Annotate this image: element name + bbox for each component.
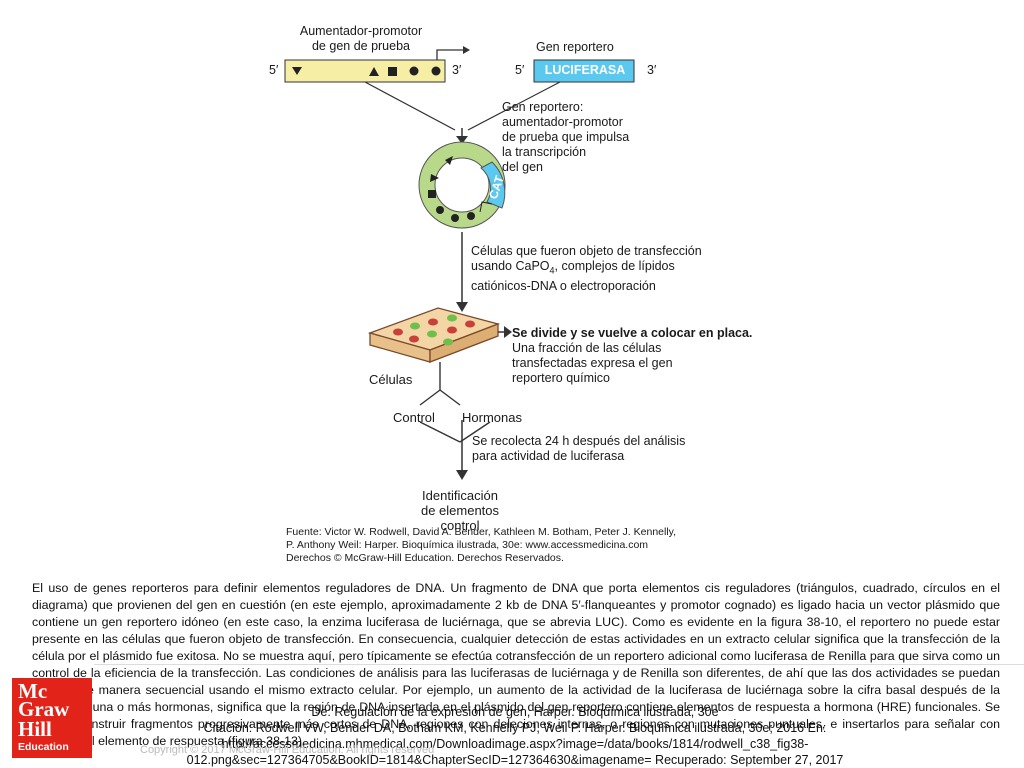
citation-link[interactable]: http://accessmedicina.mhmedical.com/Down…	[221, 737, 809, 751]
control-label: Control	[393, 410, 435, 425]
source-line: P. Anthony Weil: Harper. Bioquímica ilus…	[286, 539, 649, 551]
replate-note: Una fracción de las células transfectada…	[512, 341, 673, 386]
five-prime-label-2: 5′	[515, 63, 525, 77]
note-line: Una fracción de las células	[512, 341, 662, 355]
cat-segment	[480, 161, 506, 209]
arrow-2-head	[456, 302, 468, 312]
mcgraw-hill-logo: Mc Graw Hill Education	[12, 678, 92, 758]
triangle-element	[369, 67, 379, 76]
figure-source: Fuente: Victor W. Rodwell, David A. Bend…	[286, 526, 676, 565]
note-line: de prueba que impulsa	[502, 130, 630, 144]
cell-green-3	[427, 330, 437, 338]
note-part: , complejos de lípidos	[554, 259, 675, 273]
enhancer-label-line2: de gen de prueba	[311, 39, 410, 53]
arrow-1-head	[456, 136, 468, 144]
logo-line2: Graw	[18, 697, 70, 721]
split-left	[419, 389, 441, 406]
note-line: usando CaPO4, complejos de lípidos	[471, 259, 702, 279]
note-line: para actividad de luciferasa	[472, 449, 625, 463]
citation-line: Citación: Rodwell VW, Bender DA, Botham …	[203, 721, 827, 735]
identification-label: Identificación de elementos control	[400, 488, 520, 533]
logo-line3: Hill	[18, 717, 52, 741]
hormones-label: Hormonas	[462, 410, 522, 425]
replate-note-title: Se divide y se vuelve a colocar en placa…	[512, 326, 753, 340]
ring-circle-2	[451, 214, 459, 222]
five-prime-label: 5′	[269, 63, 279, 77]
note-line: aumentador-promotor	[502, 115, 623, 129]
ring-triangle-1	[445, 156, 453, 165]
note-line: Se recolecta 24 h después del análisis	[472, 434, 686, 448]
logo-line4: Education	[18, 741, 69, 753]
note-line: catiónicos-DNA o electroporación	[471, 278, 656, 293]
ring-circle-3	[467, 212, 475, 220]
note-line: transfectadas expresa el gen	[512, 356, 673, 370]
connector-right	[467, 81, 561, 131]
three-prime-label: 3′	[452, 63, 462, 77]
copyright-notice: Copyright © 2017 McGraw-Hill Education. …	[140, 744, 435, 756]
cell-green-1	[410, 322, 420, 330]
dish-front-right	[429, 323, 499, 363]
arrow-3-head	[456, 470, 468, 480]
plasmid-outer-edge	[418, 141, 506, 229]
identification-line: Identificación	[422, 488, 498, 503]
promoter-arrow	[436, 49, 463, 60]
three-prime-label-2: 3′	[647, 63, 657, 77]
note-line: la transcripción	[502, 145, 587, 159]
connector-left	[364, 81, 456, 131]
note-line: Células que fueron objeto de transfecció…	[471, 244, 702, 258]
converge-left	[419, 421, 461, 443]
collect-note: Se recolecta 24 h después del análisis p…	[472, 434, 685, 464]
note-line: del gen	[502, 160, 544, 174]
logo-line1: Mc	[18, 679, 48, 703]
triangle-down-element	[292, 67, 302, 75]
cells-label: Células	[369, 372, 413, 387]
cell-red-4	[447, 326, 457, 334]
luciferase-box	[533, 59, 635, 83]
cell-red-1	[393, 328, 403, 336]
luciferase-label: LUCIFERASA	[544, 63, 626, 77]
square-element	[388, 67, 397, 76]
note-line: reportero químico	[512, 371, 610, 385]
transfection-note: Células que fueron objeto de transfecció…	[471, 244, 702, 294]
footer-divider	[94, 664, 1024, 665]
source-line: Derechos © McGraw-Hill Education. Derech…	[286, 552, 564, 564]
note-part: usando CaPO	[471, 259, 550, 273]
enhancer-label: Aumentador-promotor de gen de prueba	[286, 24, 436, 54]
cell-green-2	[447, 314, 457, 322]
cell-green-4	[443, 338, 453, 346]
converge-right	[459, 421, 491, 443]
replate-arrow-head	[504, 326, 512, 338]
circle-element-1	[409, 66, 419, 76]
reporter-gene-note: Gen reportero: aumentador-promotor de pr…	[502, 100, 629, 175]
cell-red-3	[409, 335, 419, 343]
ring-triangle-2	[430, 174, 439, 182]
note-line: Gen reportero:	[502, 100, 584, 114]
identification-line: de elementos control	[420, 503, 500, 533]
enhancer-box	[284, 59, 446, 83]
source-line: Fuente: Victor W. Rodwell, David A. Bend…	[286, 526, 677, 538]
promoter-arrow-head	[463, 46, 470, 54]
diagram-graphics	[284, 46, 635, 480]
plasmid-inner-edge	[434, 157, 490, 213]
figure-caption: El uso de genes reporteros para definir …	[32, 581, 1000, 748]
cell-red-2	[428, 318, 438, 326]
ring-arrow	[479, 201, 493, 213]
cell-red-5	[465, 320, 475, 328]
citation-line: De: Regulación de la expresión de gen, H…	[311, 705, 719, 719]
ring-square	[428, 190, 436, 198]
circle-element-2	[431, 66, 441, 76]
citation-line: 012.png&sec=127364705&BookID=1814&Chapte…	[186, 753, 844, 767]
note-subscript: 4	[549, 265, 555, 276]
reporter-gene-label: Gen reportero	[536, 40, 614, 54]
split-right	[439, 389, 461, 406]
citation-block: De: Regulación de la expresión de gen, H…	[100, 704, 930, 768]
ring-circle-1	[436, 206, 444, 214]
enhancer-label-line1: Aumentador-promotor	[299, 24, 423, 38]
